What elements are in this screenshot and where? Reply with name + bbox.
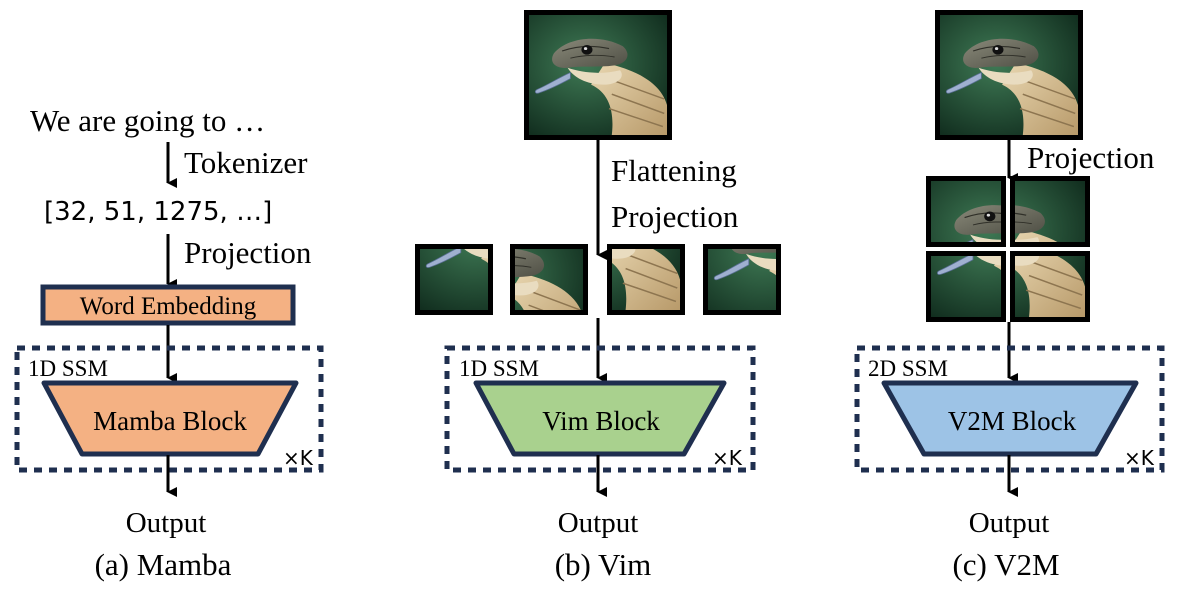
projection-label: Projection xyxy=(184,235,312,270)
caption-vim: (b) Vim xyxy=(555,547,652,582)
patch-3 xyxy=(607,244,685,315)
input-sentence: We are going to … xyxy=(30,103,265,138)
snake-image xyxy=(524,10,672,140)
ssm-dashed-frame xyxy=(854,345,1165,473)
patch-top-left xyxy=(926,176,1006,247)
patch-1 xyxy=(415,244,493,315)
token-ids: [32, 51, 1275, …] xyxy=(44,197,272,227)
output-label: Output xyxy=(969,507,1050,539)
word-embedding-label: Word Embedding xyxy=(80,293,257,320)
repeat-label: ×K xyxy=(712,446,743,470)
repeat-label: ×K xyxy=(283,446,314,470)
output-label: Output xyxy=(126,507,207,539)
tokenizer-label: Tokenizer xyxy=(184,145,308,180)
ssm-label: 1D SSM xyxy=(459,356,539,381)
output-label: Output xyxy=(558,507,639,539)
panel-vim: Flattening Projection 1D SSM Vim Block ×… xyxy=(415,10,781,582)
patch-2 xyxy=(510,244,588,315)
flattening-label: Flattening xyxy=(611,153,737,188)
patch-bottom-left xyxy=(926,251,1006,322)
mamba-block-label: Mamba Block xyxy=(93,406,247,436)
v2m-block-shape xyxy=(881,380,1139,457)
ssm-dashed-frame xyxy=(444,345,756,473)
caption-mamba: (a) Mamba xyxy=(95,547,232,582)
patch-grid xyxy=(926,176,1090,322)
vim-block-label: Vim Block xyxy=(542,406,660,436)
patch-4 xyxy=(703,244,781,315)
ssm-label: 1D SSM xyxy=(28,356,108,381)
projection-label: Projection xyxy=(1027,140,1155,175)
ssm-label: 2D SSM xyxy=(868,356,948,381)
patch-bottom-right xyxy=(1010,251,1090,322)
patch-top-right xyxy=(1010,176,1090,247)
panel-mamba: We are going to … Tokenizer [32, 51, 127… xyxy=(14,103,324,582)
caption-v2m: (c) V2M xyxy=(952,547,1059,582)
v2m-block-label: V2M Block xyxy=(948,406,1077,436)
snake-image xyxy=(935,10,1083,140)
word-embedding-box xyxy=(40,284,296,326)
vim-block-shape xyxy=(473,380,727,457)
mamba-block-shape xyxy=(41,380,299,457)
projection-label: Projection xyxy=(611,199,739,234)
repeat-label: ×K xyxy=(1124,446,1155,470)
panel-v2m: Projection 2D SSM V2M Block ×K xyxy=(854,10,1165,582)
